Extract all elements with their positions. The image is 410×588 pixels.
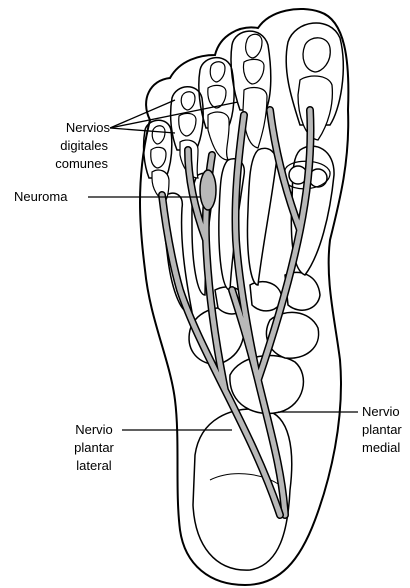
label-lateral-line-2: plantar: [74, 440, 114, 455]
label-plantar-medial: Nervio plantar medial: [362, 404, 402, 455]
label-neuroma: Neuroma: [14, 189, 68, 204]
label-digitales-line-2: digitales: [60, 138, 108, 153]
label-digitales-line-1: Nervios: [66, 120, 111, 135]
toe-4-phalanx-middle: [179, 113, 196, 136]
label-lateral-line-3: lateral: [76, 458, 112, 473]
toe-5-phalanx-distal: [152, 126, 165, 144]
label-medial-line-1: Nervio: [362, 404, 400, 419]
toe-2-phalanx-middle: [243, 59, 264, 84]
label-nervios-digitales: Nervios digitales comunes: [55, 120, 110, 171]
label-plantar-lateral: Nervio plantar lateral: [74, 422, 114, 473]
label-medial-line-2: plantar: [362, 422, 402, 437]
big-toe-phalanx-proximal: [298, 76, 332, 140]
toe-2-phalanx-distal: [246, 34, 262, 58]
toe-4-phalanx-distal: [181, 92, 195, 110]
label-lateral-line-1: Nervio: [75, 422, 113, 437]
label-digitales-line-3: comunes: [55, 156, 108, 171]
big-toe-phalanx-distal: [303, 38, 330, 72]
metatarsal-2: [247, 148, 276, 285]
toe-3-phalanx-distal: [210, 62, 225, 82]
label-medial-line-3: medial: [362, 440, 400, 455]
neuroma-mass: [200, 170, 216, 210]
toe-5-phalanx-middle: [151, 147, 166, 168]
leader-digitales-1: [110, 100, 175, 128]
